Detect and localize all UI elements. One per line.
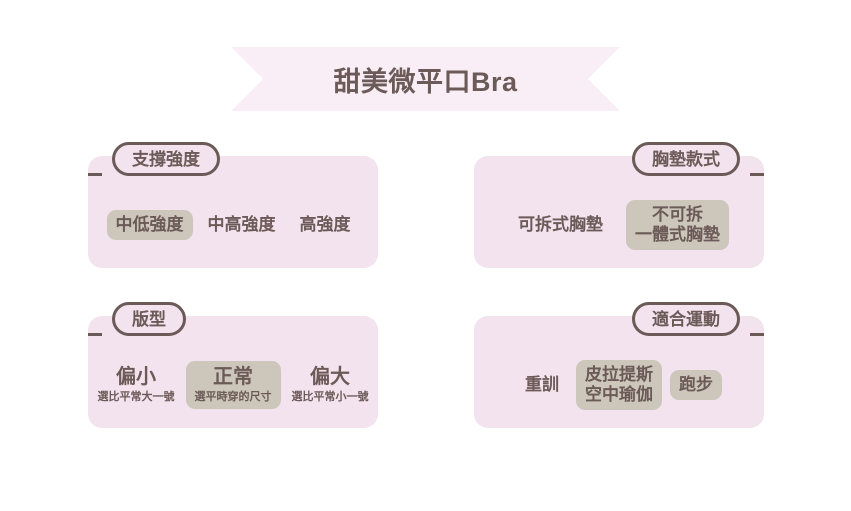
option-row-suitable-sports: 重訓 皮拉提斯 空中瑜伽 跑步 <box>474 342 764 428</box>
card-label-suitable-sports: 適合運動 <box>632 302 764 336</box>
option-chip[interactable]: 皮拉提斯 空中瑜伽 <box>576 359 662 411</box>
option-chip[interactable]: 不可拆 一體式胸墊 <box>626 199 729 251</box>
card-label-fit-type: 版型 <box>88 302 186 336</box>
option-label: 高強度 <box>299 214 351 234</box>
card-fit-type: 版型 偏小 選比平常大一號 正常 選平時穿的尺寸 偏大 選比平常小一號 <box>88 302 378 428</box>
card-suitable-sports: 適合運動 重訓 皮拉提斯 空中瑜伽 跑步 <box>474 302 764 428</box>
option-chip[interactable]: 偏大 選比平常小一號 <box>283 361 378 409</box>
option-chip[interactable]: 可拆式胸墊 <box>509 210 612 240</box>
option-chip[interactable]: 中低強度 <box>106 209 193 241</box>
banner-container: 甜美微平口Bra <box>0 47 851 111</box>
option-row-support-strength: 中低強度 中高強度 高強度 <box>88 182 378 268</box>
option-label-line2: 一體式胸墊 <box>635 225 720 244</box>
option-label: 不可拆 <box>652 204 703 224</box>
label-connector-line <box>88 333 102 336</box>
option-chip[interactable]: 重訓 <box>516 370 568 400</box>
label-pill-text: 適合運動 <box>632 302 740 336</box>
label-pill-text: 支撐強度 <box>112 142 220 176</box>
label-pill-text: 胸墊款式 <box>632 142 740 176</box>
option-row-fit-type: 偏小 選比平常大一號 正常 選平時穿的尺寸 偏大 選比平常小一號 <box>88 342 378 428</box>
banner-ribbon-shape <box>231 47 620 111</box>
option-label: 中高強度 <box>207 214 276 234</box>
option-chip[interactable]: 中高強度 <box>199 210 285 240</box>
card-label-support-strength: 支撐強度 <box>88 142 220 176</box>
label-connector-line <box>88 173 102 176</box>
option-sublabel: 選平時穿的尺寸 <box>194 390 272 403</box>
label-pill-text: 版型 <box>112 302 186 336</box>
option-label: 可拆式胸墊 <box>518 214 603 234</box>
option-chip[interactable]: 高強度 <box>291 210 360 240</box>
option-sublabel: 選比平常大一號 <box>97 390 175 403</box>
page-title: 甜美微平口Bra <box>333 66 518 97</box>
option-label-line2: 空中瑜伽 <box>585 385 653 404</box>
card-label-pad-style: 胸墊款式 <box>632 142 764 176</box>
option-label: 正常 <box>213 366 253 389</box>
option-row-pad-style: 可拆式胸墊 不可拆 一體式胸墊 <box>474 182 764 268</box>
option-label: 跑步 <box>679 374 713 394</box>
card-pad-style: 胸墊款式 可拆式胸墊 不可拆 一體式胸墊 <box>474 142 764 268</box>
card-support-strength: 支撐強度 中低強度 中高強度 高強度 <box>88 142 378 268</box>
label-connector-line <box>750 173 764 176</box>
option-label: 中低強度 <box>115 214 184 234</box>
option-label: 偏大 <box>310 366 350 389</box>
label-connector-line <box>750 333 764 336</box>
option-chip[interactable]: 跑步 <box>670 369 722 401</box>
option-chip[interactable]: 偏小 選比平常大一號 <box>89 361 184 409</box>
option-chip[interactable]: 正常 選平時穿的尺寸 <box>185 361 281 409</box>
option-sublabel: 選比平常小一號 <box>291 390 369 403</box>
option-label: 重訓 <box>525 374 559 394</box>
option-label: 偏小 <box>116 366 156 389</box>
option-label: 皮拉提斯 <box>585 364 653 384</box>
